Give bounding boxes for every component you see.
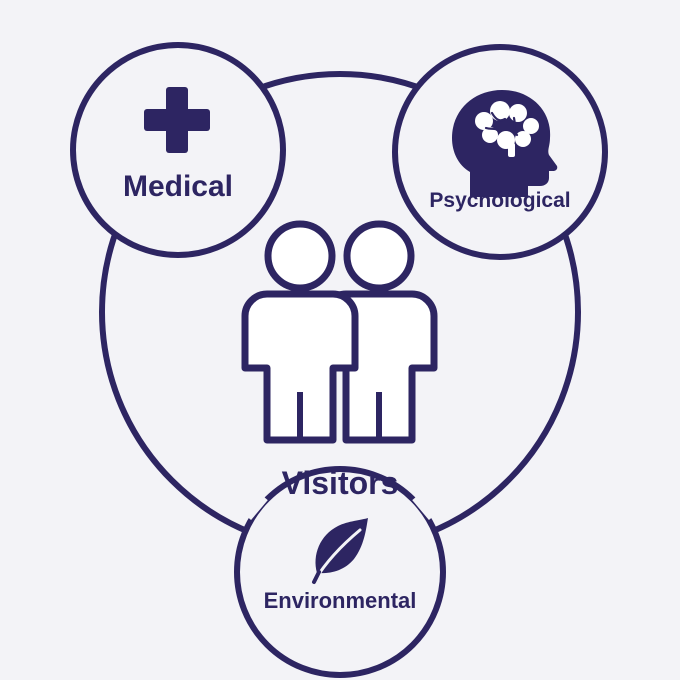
node-medical: Medical	[70, 42, 286, 258]
environmental-circle	[234, 466, 446, 678]
node-psychological: Psychological	[392, 44, 608, 260]
medical-label: Medical	[123, 170, 233, 203]
head-brain-icon	[452, 90, 558, 197]
ring-gaps	[234, 485, 446, 521]
node-environmental: Environmental	[234, 466, 446, 678]
environmental-label: Environmental	[264, 588, 417, 613]
psychological-label: Psychological	[429, 189, 570, 212]
center-label: Visitors	[282, 465, 399, 501]
medical-cross-icon	[144, 87, 210, 153]
two-people-icon	[241, 220, 438, 444]
leaf-icon	[312, 518, 368, 584]
person-left-icon	[241, 220, 359, 444]
